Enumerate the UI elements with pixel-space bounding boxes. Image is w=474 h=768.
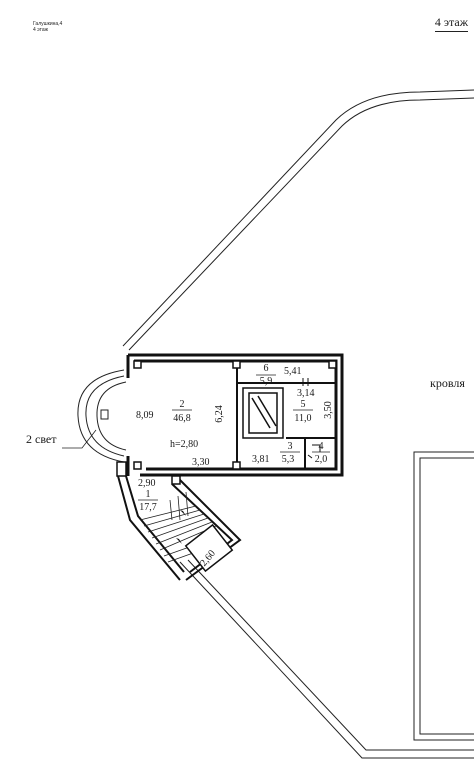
floor-title: 4 этаж [434, 15, 468, 32]
roof-parapet-right [413, 451, 474, 741]
dim-room3-width: 3,81 [252, 454, 270, 465]
shaft-outer [242, 387, 284, 439]
stair-post-left [116, 461, 127, 477]
label-double-height: 2 свет [26, 432, 57, 446]
roof-parapet-right-inner [419, 457, 474, 735]
stair-wall-left [117, 475, 181, 581]
label-roof: кровля [430, 376, 465, 390]
door-room4 [307, 454, 313, 459]
dim-hall-width: 6,24 [214, 405, 225, 423]
bay-window-inner [96, 381, 127, 451]
bay-window-outer [77, 369, 125, 463]
stair-wall-left-inner [125, 475, 185, 573]
column-sw [133, 461, 142, 470]
stair-arrow-upper [180, 510, 186, 516]
room-3-area: 5,3 [282, 454, 295, 465]
fixture-room5 [302, 378, 309, 386]
header-floor-short: 4 этаж [33, 27, 48, 33]
ceiling-height: h=2,80 [170, 439, 198, 450]
dim-stair-width: 2,90 [138, 478, 156, 489]
dim-hall-bottom: 3,30 [192, 457, 210, 468]
dim-hall-depth: 8,09 [136, 410, 154, 421]
room-1-area: 17,7 [139, 502, 157, 513]
dim-room5-width: 3,14 [297, 388, 315, 399]
room-3-number: 3 [288, 441, 293, 452]
bay-window-mid [85, 375, 125, 457]
roof-edge-lower-inner [187, 559, 474, 751]
main-wall-outer [128, 353, 344, 477]
column-west [100, 409, 109, 420]
room-6-number: 6 [264, 363, 269, 374]
leader-line-double-height [62, 429, 97, 449]
room-5-number: 5 [301, 399, 306, 410]
room-2-area: 46,8 [173, 413, 191, 424]
roof-edge-upper [122, 89, 474, 347]
column-nw [133, 360, 142, 369]
shaft-diagonal [251, 395, 277, 429]
dim-room5-height: 3,50 [323, 401, 334, 419]
column-n [232, 360, 241, 369]
room-4-number: 4 [319, 441, 324, 452]
column-ne [328, 360, 337, 369]
room-2-number: 2 [180, 399, 185, 410]
room-5-area: 11,0 [294, 413, 311, 424]
header-address: Галушкина,4 [33, 21, 63, 27]
column-s [232, 461, 241, 470]
roof-edge-lower [179, 561, 474, 759]
room-1-number: 1 [146, 489, 151, 500]
dim-room6-width: 5,41 [284, 366, 302, 377]
stair-landing-box [184, 523, 234, 573]
fixture-room4 [312, 444, 321, 452]
shaft-inner [248, 392, 278, 434]
stair-post-right [171, 475, 181, 485]
room-4-area: 2,0 [315, 454, 328, 465]
stair-arrow-lower [176, 538, 182, 544]
room-6-area: 5,9 [260, 376, 273, 387]
roof-edge-upper-inner [128, 97, 474, 351]
